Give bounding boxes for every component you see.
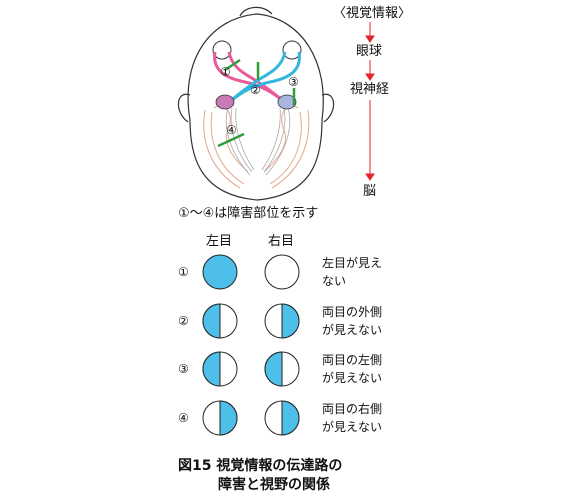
row-desc-1: 左目が見え ない: [322, 254, 382, 290]
row-desc-2: 両目の外側 が見えない: [322, 303, 382, 339]
row-desc-1-line1: 左目が見え: [322, 256, 383, 270]
head-outline-icon: [177, 6, 335, 201]
row-number-4: ④: [178, 411, 189, 425]
flow-eyeball: 眼球: [356, 44, 383, 59]
row-desc-4-line2: が見えない: [322, 420, 383, 434]
row-desc-4-line1: 両目の右側: [322, 402, 383, 416]
figure-caption-line1: 図15 視覚情報の伝達路の: [178, 458, 343, 474]
head-marker-1: ①: [220, 65, 231, 79]
figure-caption-line2: 障害と視野の関係: [218, 477, 330, 493]
row-number-2: ②: [178, 314, 189, 328]
column-right-eye: 右目: [268, 234, 295, 249]
field-row-3: [202, 351, 300, 387]
row-desc-1-line2: ない: [322, 274, 347, 288]
eye-icon: [212, 40, 302, 60]
row-desc-2-line2: が見えない: [322, 323, 383, 337]
row-desc-4: 両目の右側 が見えない: [322, 400, 382, 436]
flow-optic-nerve: 視神経: [350, 82, 390, 97]
head-marker-3: ③: [288, 75, 299, 89]
row-desc-2-line1: 両目の外側: [322, 305, 383, 319]
arrow-down-icon: [365, 22, 375, 181]
brain-lobe-icon: [215, 94, 297, 110]
row-desc-3-line1: 両目の左側: [322, 353, 383, 367]
row-number-3: ③: [178, 362, 189, 376]
legend-note: ①〜④は障害部位を示す: [178, 206, 319, 221]
row-desc-3: 両目の左側 が見えない: [322, 351, 382, 387]
field-row-2: [202, 303, 300, 339]
row-number-1: ①: [178, 265, 189, 279]
head-marker-2: ②: [250, 83, 261, 97]
head-marker-4: ④: [226, 123, 237, 137]
field-row-4: [202, 400, 300, 436]
flow-source: 〈視覚情報〉: [333, 6, 412, 21]
optic-radiation: [225, 107, 291, 176]
brain-folds: [203, 105, 310, 189]
flow-brain: 脳: [363, 184, 377, 199]
lesion-markers: [217, 58, 296, 148]
field-row-1: [202, 254, 300, 290]
column-left-eye: 左目: [206, 234, 233, 249]
row-desc-3-line2: が見えない: [322, 371, 383, 385]
